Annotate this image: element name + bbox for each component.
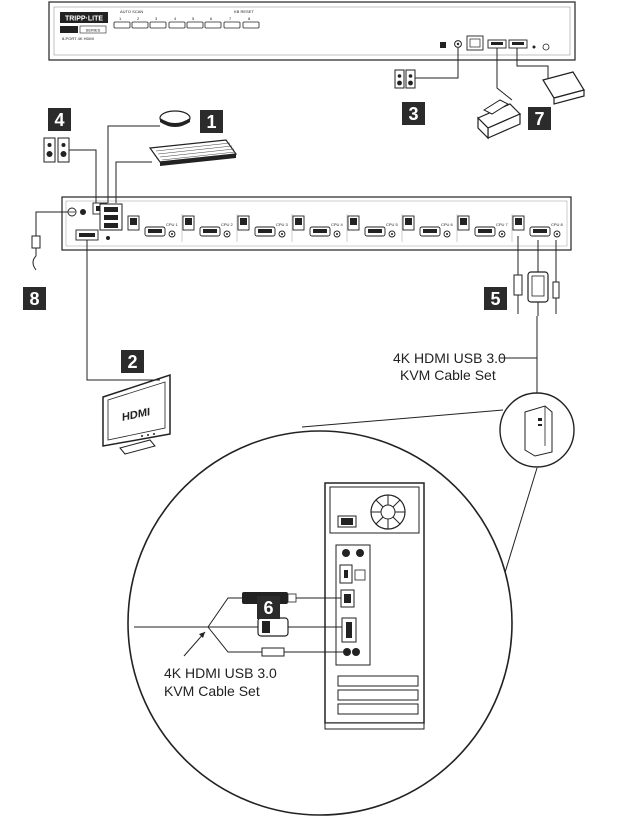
port-button-1[interactable]	[113, 21, 131, 29]
port-button-6[interactable]	[204, 21, 222, 29]
port-number-7: 7	[229, 16, 232, 21]
cpu-port-2[interactable]: CPU 2	[182, 214, 238, 242]
callout-2: 2	[121, 350, 144, 373]
callout-4: 4	[48, 108, 71, 131]
svg-text:7: 7	[534, 109, 544, 129]
port-button-2[interactable]	[131, 21, 149, 29]
port-button-3[interactable]	[149, 21, 167, 29]
kvm-front-panel: TRIPP·LITE SERIES 8-PORT 4K HDMI AUTO SC…	[48, 1, 576, 61]
callout-8: 8	[23, 287, 46, 310]
mouse-icon	[159, 110, 191, 127]
speakers-3	[394, 69, 416, 89]
kvm-cable-set-connectors	[513, 236, 560, 316]
auto-scan-label: AUTO SCAN	[120, 9, 143, 14]
cable-set-label-bottom-1: 4K HDMI USB 3.0	[164, 665, 277, 681]
port-number-5: 5	[192, 16, 195, 21]
callout-7: 7	[528, 107, 551, 130]
cpu-port-8[interactable]: CPU 8	[512, 215, 564, 238]
cable-set-label-top-1: 4K HDMI USB 3.0	[393, 350, 506, 366]
brand-model-text: 8-PORT 4K HDMI	[62, 36, 94, 41]
pc-rear-zoom	[127, 430, 513, 816]
callout-6: 6	[257, 596, 280, 619]
cpu-port-label-2: CPU 2	[221, 222, 234, 227]
cpu-port-6[interactable]: CPU 6	[402, 214, 458, 242]
svg-text:5: 5	[490, 289, 500, 309]
cable-set-label-bottom-2: KVM Cable Set	[164, 683, 260, 699]
external-drive-icon	[542, 71, 585, 105]
cpu-port-1[interactable]: CPU 1	[127, 214, 183, 242]
callout-1: 1	[200, 110, 223, 133]
port-number-1: 1	[119, 16, 122, 21]
cpu-port-label-5: CPU 5	[386, 222, 399, 227]
brand-logo-text: TRIPP·LITE	[65, 16, 103, 23]
svg-text:8: 8	[29, 289, 39, 309]
pc-zoom-circle	[499, 392, 575, 468]
callout-5: 5	[484, 287, 507, 310]
port-number-6: 6	[210, 16, 213, 21]
cpu-port-label-3: CPU 3	[276, 222, 289, 227]
cpu-port-7[interactable]: CPU 7	[457, 214, 513, 242]
svg-text:1: 1	[206, 112, 216, 132]
cable-set-label-top-2: KVM Cable Set	[400, 367, 496, 383]
port-button-7[interactable]	[223, 21, 241, 29]
monitor-icon: HDMI	[102, 373, 171, 455]
svg-text:4: 4	[54, 110, 64, 130]
cpu-port-label-7: CPU 7	[496, 222, 509, 227]
cpu-port-label-6: CPU 6	[441, 222, 454, 227]
cpu-port-label-1: CPU 1	[166, 222, 179, 227]
port-buttons: 1 2 3 4 5 6 7 8	[113, 16, 260, 29]
port-button-5[interactable]	[186, 21, 204, 29]
printer-icon	[476, 99, 522, 140]
cpu-port-5[interactable]: CPU 5	[347, 214, 403, 242]
brand-logo: TRIPP·LITE SERIES 8-PORT 4K HDMI	[60, 12, 108, 41]
kvm-rear-panel: CPU 1 CPU 2 CPU 3	[61, 196, 572, 251]
port-number-4: 4	[174, 16, 177, 21]
port-number-2: 2	[137, 16, 140, 21]
kb-reset-label: KB RESET	[234, 9, 254, 14]
port-button-4[interactable]	[168, 21, 186, 29]
speakers-4	[43, 137, 70, 163]
cpu-port-3[interactable]: CPU 3	[237, 214, 293, 242]
port-number-8: 8	[248, 16, 251, 21]
callout-3: 3	[402, 102, 425, 125]
svg-text:3: 3	[408, 104, 418, 124]
keyboard-icon	[148, 139, 238, 166]
brand-series-text: SERIES	[86, 28, 101, 33]
cpu-port-label-4: CPU 4	[331, 222, 344, 227]
cpu-port-label-8: CPU 8	[551, 222, 564, 227]
port-number-3: 3	[155, 16, 158, 21]
port-button-8[interactable]	[242, 21, 260, 29]
ground-cable	[31, 211, 68, 271]
svg-text:6: 6	[263, 598, 273, 618]
cpu-port-4[interactable]: CPU 4	[292, 214, 348, 242]
svg-text:2: 2	[127, 352, 137, 372]
